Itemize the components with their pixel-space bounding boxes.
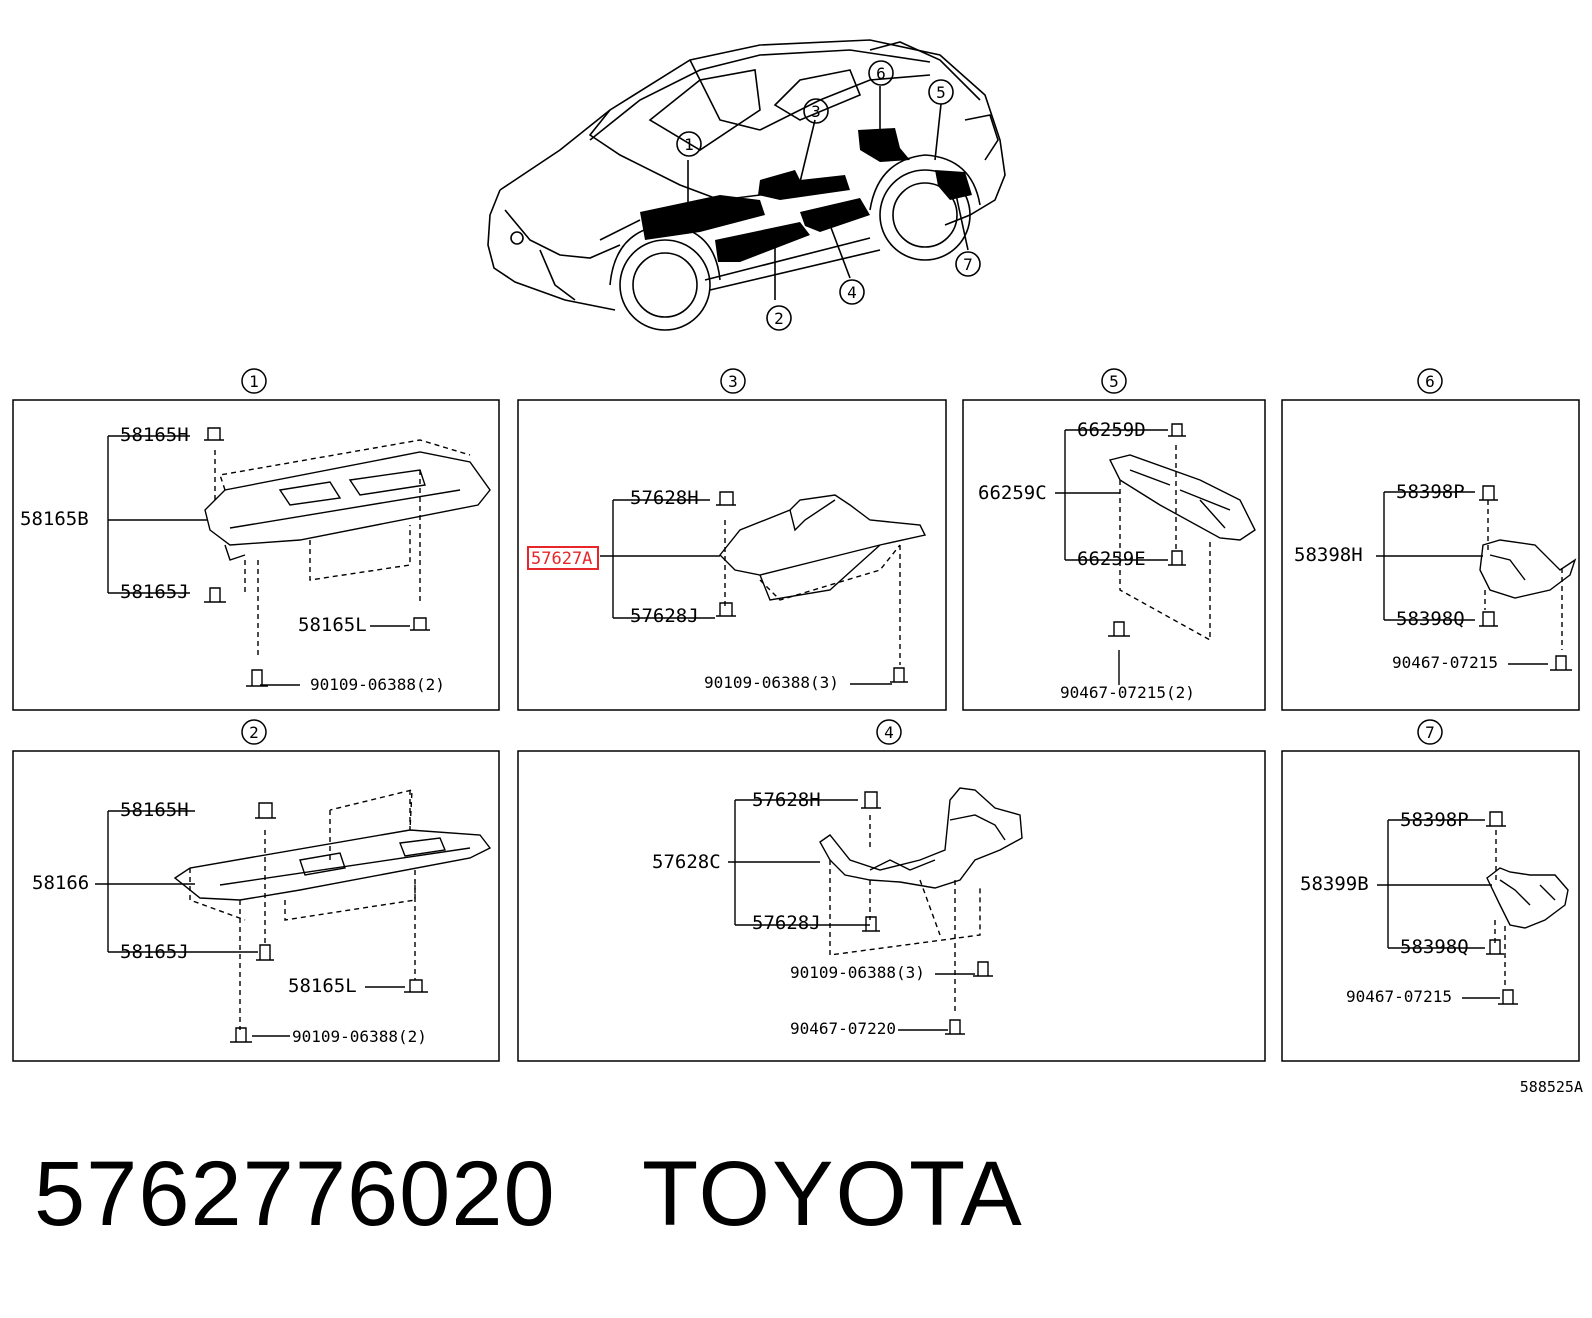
- label-58165L-p2[interactable]: 58165L: [288, 975, 357, 997]
- label-58165J-p2[interactable]: 58165J: [120, 941, 189, 963]
- overview-callout-4: 4: [847, 283, 857, 302]
- label-58166[interactable]: 58166: [32, 872, 89, 894]
- panel-3-drawing: [600, 491, 927, 685]
- label-58398H[interactable]: 58398H: [1294, 544, 1363, 566]
- panel-frames: [12, 399, 1580, 1062]
- highlight-box-57627A: [527, 546, 599, 570]
- overview-callout-2: 2: [774, 309, 784, 328]
- footer-part-number: 5762776020: [34, 1143, 556, 1245]
- label-90467-07215-p7[interactable]: 90467-07215: [1346, 987, 1452, 1006]
- label-66259E[interactable]: 66259E: [1077, 548, 1146, 570]
- label-58165J-p1[interactable]: 58165J: [120, 581, 189, 603]
- label-58399B[interactable]: 58399B: [1300, 873, 1369, 895]
- label-66259C[interactable]: 66259C: [978, 482, 1047, 504]
- panel-7-drawing: [1377, 811, 1569, 1005]
- vehicle-overview: [487, 39, 1006, 331]
- label-57628J-p4[interactable]: 57628J: [752, 912, 821, 934]
- label-57628H-p3[interactable]: 57628H: [630, 487, 699, 509]
- label-57628J-p3[interactable]: 57628J: [630, 605, 699, 627]
- label-58398P-p7[interactable]: 58398P: [1400, 809, 1469, 831]
- label-90467-07215-p6[interactable]: 90467-07215: [1392, 653, 1498, 672]
- overview-callout-6: 6: [876, 64, 886, 83]
- panel-5-drawing: [1055, 423, 1256, 685]
- label-58165L-p1[interactable]: 58165L: [298, 614, 367, 636]
- panel-3-number: 3: [728, 372, 738, 391]
- label-57628C[interactable]: 57628C: [652, 851, 721, 873]
- footer-brand: TOYOTA: [642, 1143, 1024, 1245]
- overview-callouts: [676, 60, 981, 331]
- overview-leaders: [687, 86, 969, 300]
- label-66259D[interactable]: 66259D: [1077, 419, 1146, 441]
- diagram-code: 588525A: [1520, 1078, 1583, 1096]
- label-90109-06388-p4[interactable]: 90109-06388(3): [790, 963, 925, 982]
- panel-6-drawing: [1376, 485, 1577, 671]
- panel-6-number: 6: [1425, 372, 1435, 391]
- panel-2-number: 2: [249, 723, 259, 742]
- label-58165H-p1[interactable]: 58165H: [120, 424, 189, 446]
- panel-4-drawing: [728, 787, 1023, 1035]
- label-58398Q-p7[interactable]: 58398Q: [1400, 936, 1469, 958]
- overview-highlighted-covers: [640, 128, 972, 262]
- label-58398Q-p6[interactable]: 58398Q: [1396, 608, 1465, 630]
- label-90109-06388-p1[interactable]: 90109-06388(2): [310, 675, 445, 694]
- panel-1-number: 1: [249, 372, 259, 391]
- label-58165H-p2[interactable]: 58165H: [120, 799, 189, 821]
- overview-callout-1: 1: [684, 135, 694, 154]
- label-57628H-p4[interactable]: 57628H: [752, 789, 821, 811]
- label-90467-07215-p5[interactable]: 90467-07215(2): [1060, 683, 1195, 702]
- overview-callout-5: 5: [936, 83, 946, 102]
- label-90109-06388-p2[interactable]: 90109-06388(2): [292, 1027, 427, 1046]
- overview-callout-3: 3: [811, 102, 821, 121]
- panel-7-number: 7: [1425, 723, 1435, 742]
- label-90109-06388-p3[interactable]: 90109-06388(3): [704, 673, 839, 692]
- panel-4-number: 4: [884, 723, 894, 742]
- label-90467-07220[interactable]: 90467-07220: [790, 1019, 896, 1038]
- panel-5-number: 5: [1109, 372, 1119, 391]
- panel-2-drawing: [95, 789, 492, 1043]
- label-58165B[interactable]: 58165B: [20, 508, 89, 530]
- label-57627A-highlighted[interactable]: 57627A: [531, 549, 592, 569]
- overview-callout-7: 7: [963, 255, 973, 274]
- panel-1-drawing: [107, 427, 491, 687]
- label-58398P-p6[interactable]: 58398P: [1396, 481, 1465, 503]
